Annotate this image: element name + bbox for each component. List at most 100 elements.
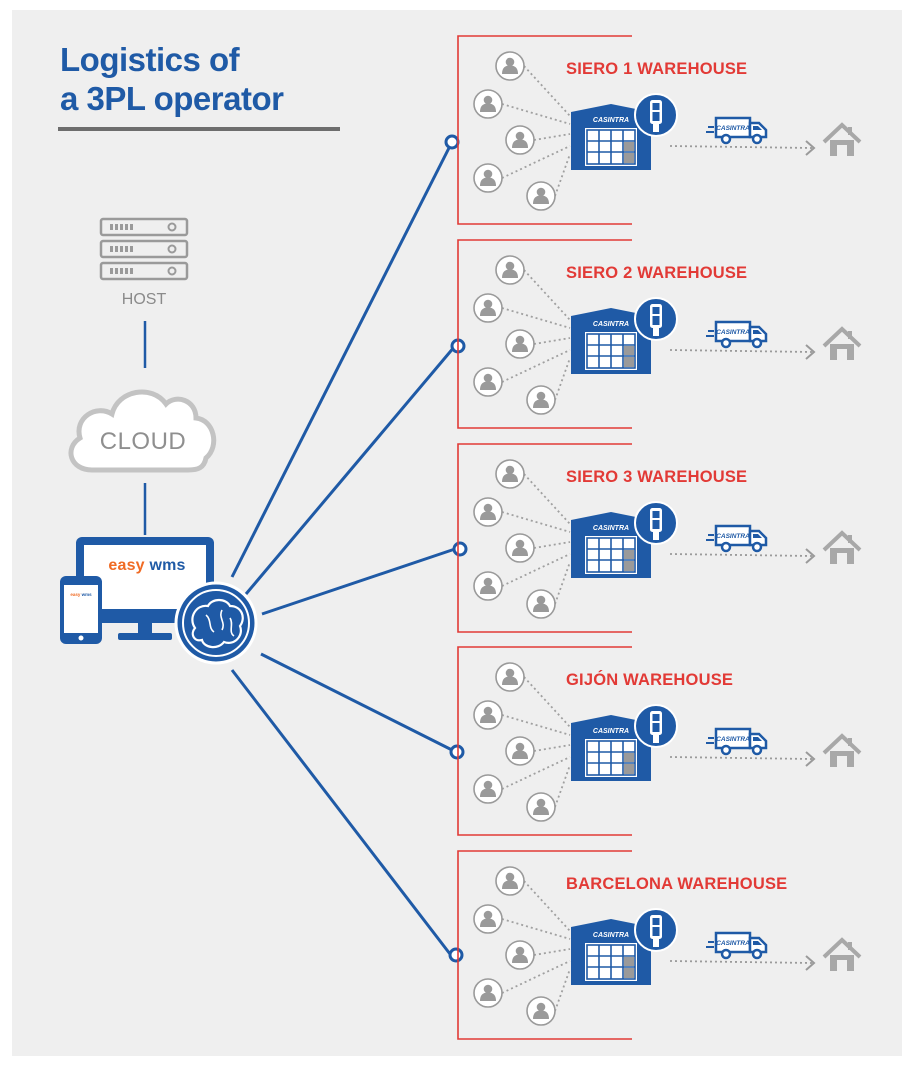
warehouse-frame <box>457 850 632 1040</box>
handheld-scanner-icon <box>634 908 678 952</box>
person-icon <box>505 329 535 359</box>
person-icon <box>526 589 556 619</box>
warehouse-title: SIERO 3 WAREHOUSE <box>566 468 748 486</box>
server-icon <box>99 217 189 281</box>
phone-logo-wms: wms <box>81 592 92 597</box>
handheld-scanner-icon <box>634 93 678 137</box>
cloud-icon <box>68 389 217 473</box>
worker-link <box>523 65 571 117</box>
warehouse-title: BARCELONA WAREHOUSE <box>566 875 788 893</box>
network-connectors <box>230 141 457 955</box>
person-icon <box>495 51 525 81</box>
house-icon <box>822 938 862 973</box>
house-icon <box>822 123 862 158</box>
worker-link <box>533 337 571 345</box>
delivery-path <box>669 349 813 353</box>
person-icon <box>495 255 525 285</box>
person-icon <box>495 459 525 489</box>
person-icon <box>473 497 503 527</box>
worker-link <box>523 473 571 525</box>
worker-link <box>533 541 571 549</box>
delivery-path <box>669 553 813 557</box>
delivery-path <box>669 145 813 149</box>
truck-brand: CASINTRA <box>716 533 750 540</box>
warehouse-block: CASINTRA CASINTRA <box>457 443 862 633</box>
brain-icon <box>174 581 258 665</box>
arrow-head-icon <box>805 548 816 564</box>
handheld-scanner-icon <box>634 704 678 748</box>
person-icon <box>473 89 503 119</box>
title-line-1: Logistics of <box>60 41 240 78</box>
worker-link <box>554 968 571 1012</box>
warehouse-brand: CASINTRA <box>593 117 629 124</box>
title-line-2: a 3PL operator <box>60 80 284 117</box>
warehouse-frame <box>457 646 632 836</box>
worker-link <box>501 918 571 940</box>
worker-link <box>554 153 571 197</box>
host-label: HOST <box>121 291 167 308</box>
warehouse-brand: CASINTRA <box>593 321 629 328</box>
worker-link <box>533 133 571 141</box>
arrow-head-icon <box>805 955 816 971</box>
worker-link <box>523 269 571 321</box>
worker-link <box>533 948 571 956</box>
worker-link <box>554 357 571 401</box>
warehouse-brand: CASINTRA <box>593 525 629 532</box>
handheld-scanner-icon <box>634 501 678 545</box>
warehouse-title: GIJÓN WAREHOUSE <box>566 671 734 689</box>
logo-easy: easy <box>108 557 145 574</box>
person-icon <box>526 181 556 211</box>
warehouse-frame <box>457 239 632 429</box>
phone-easywms-logo: easy wms <box>64 592 98 597</box>
person-icon <box>473 904 503 934</box>
worker-link <box>523 676 571 728</box>
person-icon <box>505 736 535 766</box>
person-icon <box>473 978 503 1008</box>
connector-nodes <box>444 134 468 963</box>
house-icon <box>822 531 862 566</box>
truck-brand: CASINTRA <box>716 329 750 336</box>
worker-link <box>554 764 571 808</box>
truck-brand: CASINTRA <box>716 940 750 947</box>
person-icon <box>505 533 535 563</box>
worker-link <box>554 561 571 605</box>
warehouse-frame <box>457 35 632 225</box>
person-icon <box>495 662 525 692</box>
person-icon <box>473 163 503 193</box>
warehouse-block: CASINTRA CASINTRA <box>457 646 862 836</box>
warehouse-brand: CASINTRA <box>593 932 629 939</box>
person-icon <box>473 293 503 323</box>
phone-logo-easy: easy <box>70 592 81 597</box>
arrow-head-icon <box>805 140 816 156</box>
smartphone-icon <box>60 576 102 644</box>
delivery-path <box>669 756 813 760</box>
logo-wms: wms <box>149 557 186 574</box>
person-icon <box>473 367 503 397</box>
warehouse-title: SIERO 1 WAREHOUSE <box>566 60 748 78</box>
worker-link <box>501 714 571 736</box>
arrow-head-icon <box>805 344 816 360</box>
person-icon <box>505 940 535 970</box>
worker-link <box>523 880 571 932</box>
warehouse-frame <box>457 443 632 633</box>
easywms-logo: easy wms <box>92 557 202 575</box>
person-icon <box>526 385 556 415</box>
warehouse-block: CASINTRA CASINTRA <box>457 850 862 1040</box>
person-icon <box>505 125 535 155</box>
arrow-head-icon <box>805 751 816 767</box>
worker-link <box>533 744 571 752</box>
warehouse-block: CASINTRA CASINTRA <box>457 239 862 429</box>
warehouse-brand: CASINTRA <box>593 728 629 735</box>
worker-link <box>501 103 571 125</box>
person-icon <box>473 571 503 601</box>
person-icon <box>473 774 503 804</box>
house-icon <box>822 734 862 769</box>
worker-link <box>501 511 571 533</box>
house-icon <box>822 327 862 362</box>
truck-brand: CASINTRA <box>716 736 750 743</box>
page-title: Logistics of a 3PL operator <box>60 40 360 118</box>
delivery-path <box>669 960 813 964</box>
handheld-scanner-icon <box>634 297 678 341</box>
